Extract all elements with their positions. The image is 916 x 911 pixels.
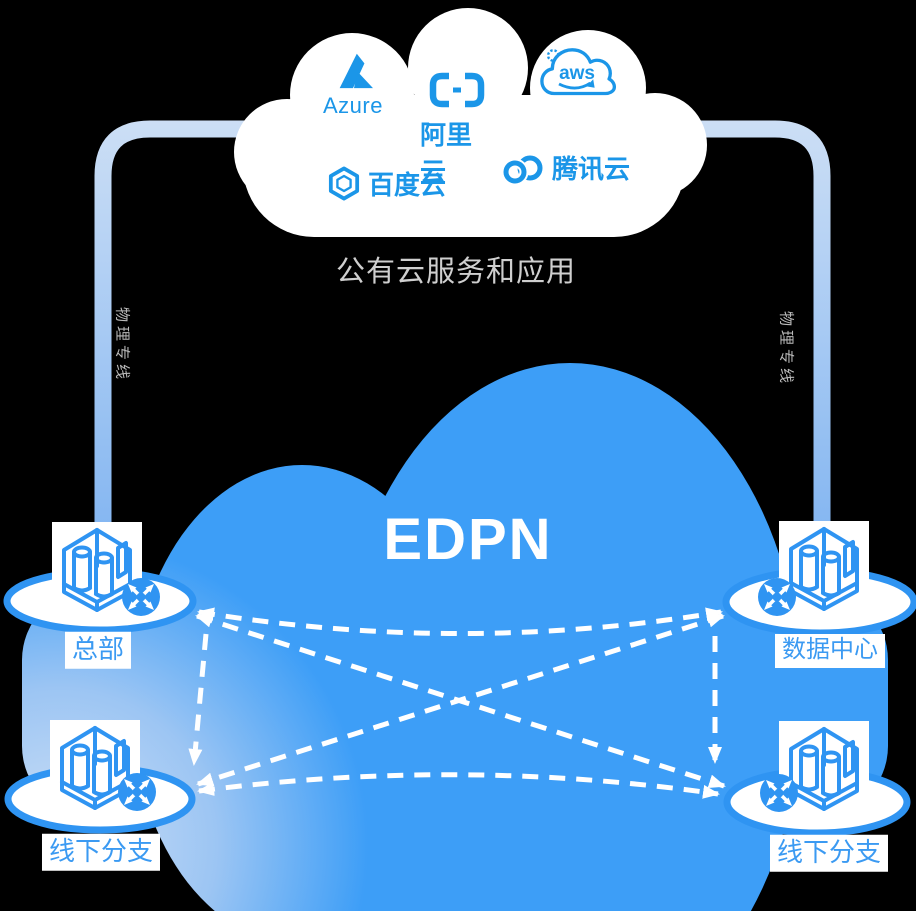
physical-line-label-left: 物理专线 xyxy=(113,306,131,384)
node-label-data-center: 数据中心 xyxy=(775,634,885,668)
tencent-cloud-logo: 腾讯云 xyxy=(502,149,630,186)
link-datacenter-branch-left xyxy=(196,613,725,787)
aws-logo: aws xyxy=(540,44,616,105)
alibaba-cloud-logo: 阿里云 xyxy=(420,72,494,189)
baidu-cloud-logo: 百度云 xyxy=(328,165,446,202)
node-data-center xyxy=(722,519,916,637)
alibaba-cloud-label: 阿里云 xyxy=(420,120,473,187)
tencent-cloud-icon xyxy=(502,155,543,185)
aws-label: aws xyxy=(559,63,595,84)
physical-line-left xyxy=(94,120,320,556)
azure-label: Azure xyxy=(323,93,383,118)
edpn-title: EDPN xyxy=(383,507,553,572)
node-headquarters xyxy=(3,520,197,634)
alibaba-cloud-icon xyxy=(429,72,485,108)
node-label-offline-branch-left: 线下分支 xyxy=(41,833,161,871)
azure-icon xyxy=(339,53,373,89)
physical-line-right xyxy=(600,120,831,556)
node-offline-branch-left xyxy=(4,718,196,834)
baidu-cloud-label: 百度云 xyxy=(368,170,447,200)
node-offline-branch-right xyxy=(723,719,911,837)
link-hq-branch-left xyxy=(188,633,209,766)
tencent-cloud-label: 腾讯云 xyxy=(552,154,631,184)
baidu-cloud-icon xyxy=(328,166,360,201)
mesh-links xyxy=(188,607,726,799)
node-label-headquarters: 总部 xyxy=(64,631,132,669)
node-label-offline-branch-right: 线下分支 xyxy=(769,834,889,872)
physical-line-label-right: 物理专线 xyxy=(777,310,795,388)
aws-icon: aws xyxy=(540,48,616,96)
public-cloud-caption: 公有云服务和应用 xyxy=(335,256,576,288)
azure-logo: Azure xyxy=(314,50,392,119)
